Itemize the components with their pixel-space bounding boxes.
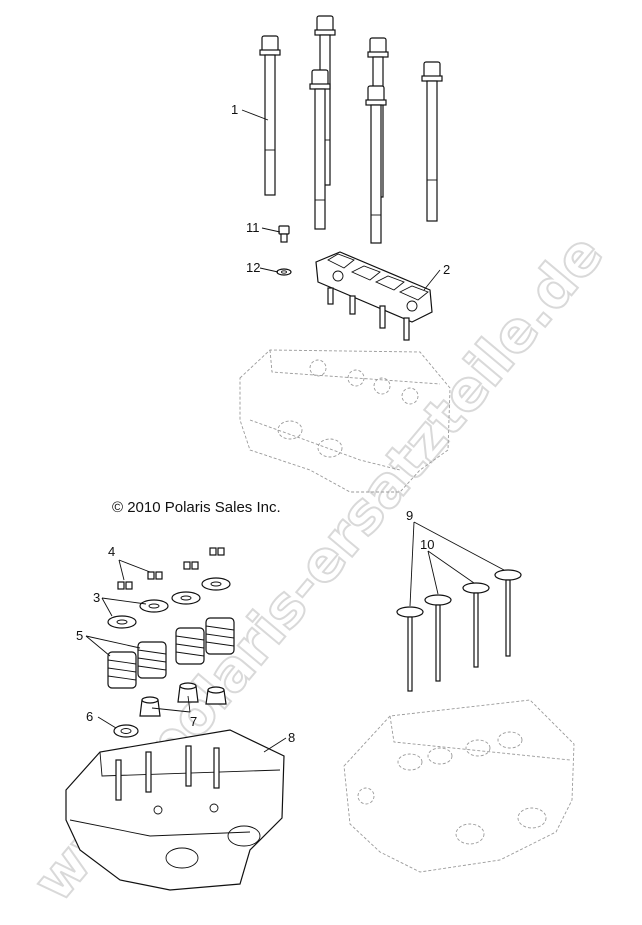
callout-labels: 1 2 3 4 5 6 7 8 9 10 11 12 [76, 102, 450, 745]
callout-1: 1 [231, 102, 238, 117]
valve [396, 606, 424, 692]
copyright-notice: © 2010 Polaris Sales Inc. [112, 499, 281, 516]
valve-seal-washer [113, 724, 139, 738]
callout-2: 2 [443, 262, 450, 277]
head-bolts [259, 15, 443, 244]
valve-spring [107, 651, 137, 689]
valve-spring [205, 617, 235, 655]
valve-spring [137, 641, 167, 679]
valve [462, 582, 490, 668]
valve [494, 569, 522, 657]
cylinder-head-valve-stems [115, 745, 220, 801]
head-bolt [259, 35, 281, 196]
valve-stem-seals [139, 682, 227, 717]
cylinder-head [65, 729, 285, 891]
valve [424, 594, 452, 682]
valve-spring [175, 627, 205, 665]
valve-springs [107, 617, 235, 689]
head-bolt [309, 69, 331, 230]
cylinder-head-outline-lower [343, 699, 575, 873]
callout-4: 4 [108, 544, 115, 559]
callout-7: 7 [190, 714, 197, 729]
callout-8: 8 [288, 730, 295, 745]
head-bolt [365, 85, 387, 244]
valve-keepers [117, 547, 225, 590]
small-bolt [278, 225, 290, 243]
callout-12: 12 [246, 260, 260, 275]
cylinder-head-outline-upper [239, 349, 451, 493]
small-washer [276, 268, 292, 276]
callout-3: 3 [93, 590, 100, 605]
rocker-arm-assembly [315, 251, 433, 341]
callout-9: 9 [406, 508, 413, 523]
leader-lines [85, 109, 505, 753]
callout-11: 11 [246, 220, 260, 235]
callout-6: 6 [86, 709, 93, 724]
callout-5: 5 [76, 628, 83, 643]
valves [396, 569, 522, 692]
spring-retainers [107, 577, 231, 629]
callout-10: 10 [420, 537, 434, 552]
head-bolt [421, 61, 443, 222]
